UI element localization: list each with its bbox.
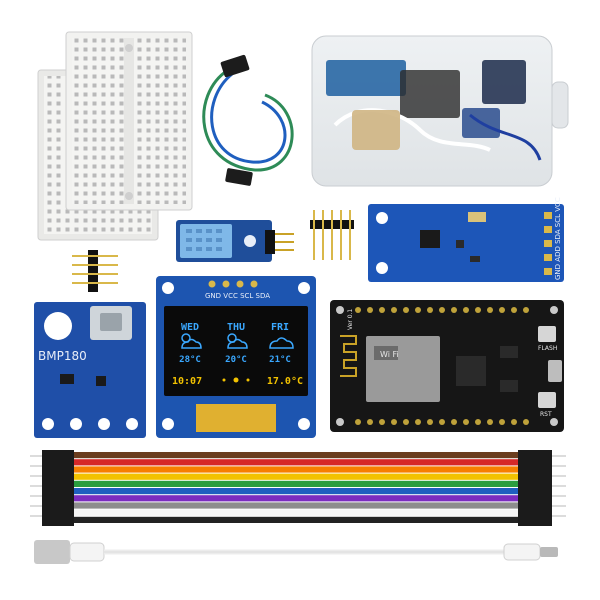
oled-current-temp: 17.0°C — [267, 376, 303, 387]
forecast-day-label: WED — [181, 322, 199, 333]
rst-label: RST — [540, 411, 552, 418]
ribbon-left-connectors — [30, 450, 74, 526]
light-sensor-module: GND ADD SDA SCL VCC — [368, 197, 564, 282]
ribbon-wire — [74, 495, 518, 502]
ribbon-wire — [74, 502, 518, 509]
forecast-temp: 28°C — [179, 355, 201, 365]
oled-screen — [164, 306, 308, 396]
page-dots-indicator — [222, 377, 250, 383]
light-sensor-pin-labels: GND ADD SDA SCL VCC — [554, 197, 562, 280]
nodemcu-esp8266-board: Wi Fi Ver 0.1 FLASH RST — [330, 300, 564, 432]
mini-breadboard-front — [65, 31, 193, 211]
oled-pin-labels: GND VCC SCL SDA — [205, 292, 270, 300]
usb-cable — [34, 540, 558, 564]
oled-display-module: GND VCC SCL SDA WED 28°C THU 20°C FRI 21… — [156, 276, 316, 438]
esp-module-shield — [366, 336, 440, 402]
forecast-temp: 21°C — [269, 355, 291, 365]
ribbon-wire — [74, 473, 518, 480]
board-version-label: Ver 0.1 — [347, 309, 354, 330]
antenna-trace — [340, 335, 357, 377]
forecast-day-1: WED 28°C — [179, 322, 202, 365]
sun-cloud-icon — [227, 333, 248, 349]
forecast-day-label: FRI — [271, 322, 289, 333]
forecast-day-label: THU — [227, 322, 245, 333]
reset-button — [538, 392, 556, 408]
header-pins-horizontal — [72, 250, 118, 292]
dht11-sensor-module — [176, 220, 294, 262]
ribbon-wire — [74, 466, 518, 473]
oled-clock: 10:07 — [172, 376, 202, 387]
wifi-logo-label: Wi Fi — [380, 350, 399, 359]
ribbon-right-connectors — [518, 450, 566, 526]
header-pins-vertical — [310, 210, 354, 260]
micro-usb-port — [548, 360, 562, 382]
bmp180-module: BMP180 — [34, 302, 146, 438]
sun-cloud-icon — [181, 333, 202, 349]
cloud-icon — [269, 337, 294, 349]
forecast-day-2: THU 20°C — [225, 322, 248, 365]
oled-flex-cable — [196, 404, 276, 432]
storage-box — [311, 35, 569, 187]
flash-label: FLASH — [538, 345, 557, 352]
ribbon-wire — [74, 480, 518, 487]
ribbon-wire — [74, 488, 518, 495]
jumper-wire-loop — [202, 54, 294, 186]
bmp180-label: BMP180 — [38, 349, 87, 363]
flash-button — [538, 326, 556, 342]
ribbon-wire — [74, 459, 518, 466]
ribbon-wire — [74, 516, 518, 523]
ribbon-jumper-cable — [74, 452, 518, 523]
forecast-temp: 20°C — [225, 355, 247, 365]
ribbon-wire — [74, 509, 518, 516]
ribbon-wire — [74, 452, 518, 459]
forecast-day-3: FRI 21°C — [269, 322, 294, 365]
